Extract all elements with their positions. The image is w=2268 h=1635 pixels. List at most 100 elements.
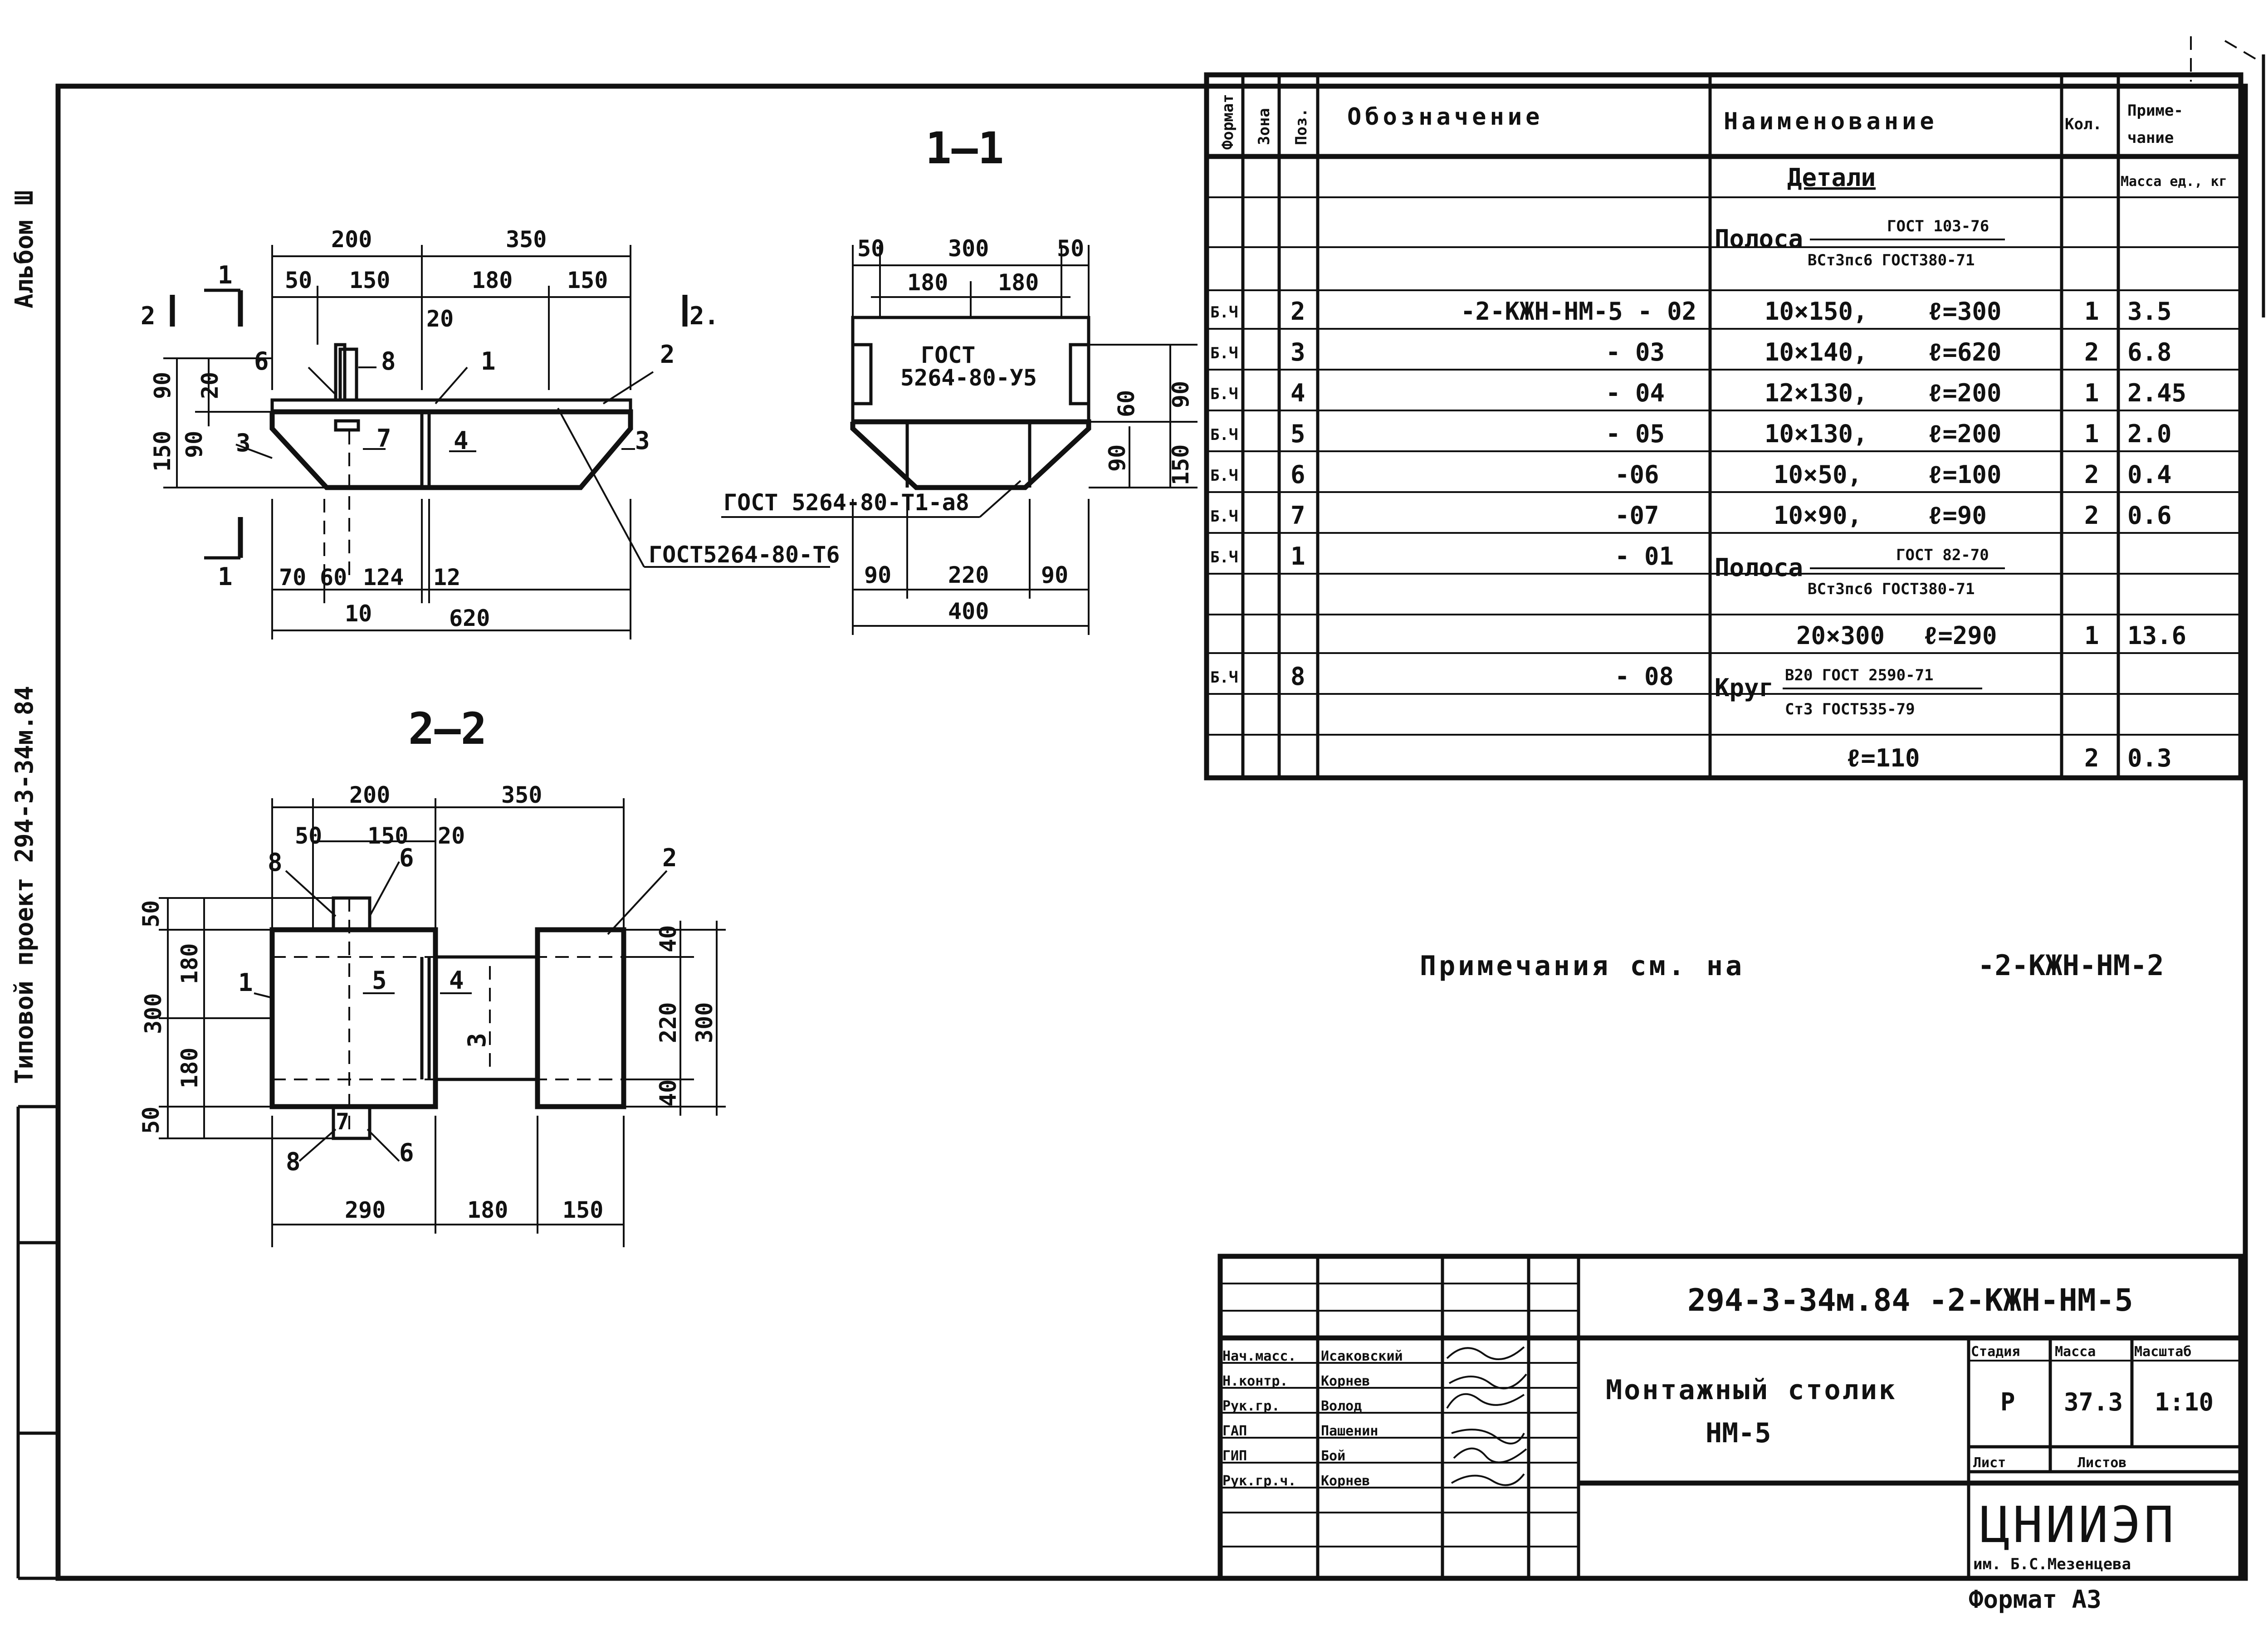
svg-text:90: 90 [1041, 562, 1068, 588]
name-3: Пашенин [1321, 1423, 1378, 1439]
name-0: Исаковский [1321, 1348, 1403, 1364]
role-1: Н.контр. [1222, 1373, 1288, 1389]
svg-text:1: 1 [218, 562, 233, 591]
svg-text:180: 180 [472, 267, 513, 293]
svg-text:8: 8 [381, 347, 396, 376]
role-3: ГАП [1222, 1423, 1247, 1439]
hdr-note-2: чание [2127, 129, 2174, 147]
row0-dim: 10×150, [1765, 297, 1868, 326]
view-section-2-2: 200 350 50 150 20 50 180 300 180 50 40 2… [138, 782, 726, 1247]
section-gost-label: ГОСТ [921, 342, 975, 368]
row2-qty: 1 [2084, 379, 2099, 407]
svg-text:7: 7 [336, 1108, 349, 1135]
svg-text:50: 50 [857, 235, 885, 262]
spec-row-0: Б.Ч. 2 -2-КЖН-НМ-5 - 02 10×150, ℓ=300 1 … [1210, 297, 2172, 326]
row-pos8-designation: - 08 [1615, 662, 1674, 691]
svg-text:300: 300 [140, 993, 166, 1034]
group2-gost: ГОСТ 82-70 [1896, 546, 1989, 564]
sheets-header: Листов [2077, 1455, 2126, 1471]
svg-text:350: 350 [506, 226, 547, 253]
row11-length: ℓ=110 [1846, 744, 1920, 772]
name-1: Корнев [1321, 1373, 1370, 1389]
row3-mass: 2.0 [2127, 420, 2172, 448]
svg-text:20: 20 [197, 372, 223, 399]
role-2: Рук.гр. [1222, 1398, 1280, 1414]
row0-format: Б.Ч. [1210, 303, 1247, 322]
svg-text:60: 60 [320, 564, 347, 591]
row-pos8-format: Б.Ч. [1210, 669, 1247, 687]
hdr-qty: Кол. [2065, 115, 2102, 133]
hdr-note-1: Приме- [2127, 102, 2183, 120]
svg-text:150: 150 [349, 267, 390, 293]
row0-qty: 1 [2084, 297, 2099, 326]
row2-designation: - 04 [1606, 379, 1665, 407]
row1-mass: 6.8 [2127, 338, 2172, 366]
row2-mass: 2.45 [2127, 379, 2186, 407]
svg-text:150: 150 [149, 431, 176, 472]
hdr-format: Формат [1219, 94, 1237, 150]
row2-format: Б.Ч. [1210, 385, 1247, 403]
row11-qty: 2 [2084, 744, 2099, 772]
svg-text:2: 2 [662, 844, 677, 872]
row-pos1-pos: 1 [1290, 542, 1305, 571]
row9-qty: 1 [2084, 621, 2099, 650]
svg-text:50: 50 [295, 823, 322, 849]
name-2: Волод [1321, 1398, 1362, 1414]
svg-text:3: 3 [463, 1033, 491, 1048]
svg-text:290: 290 [345, 1197, 386, 1223]
svg-text:150: 150 [562, 1197, 603, 1223]
row4-mass: 0.4 [2127, 460, 2172, 489]
group3-material: Круг [1715, 674, 1774, 702]
svg-text:124: 124 [363, 564, 404, 591]
row9-mass: 13.6 [2127, 621, 2186, 650]
sheet-frame [16, 36, 2265, 1581]
svg-text:620: 620 [449, 605, 490, 631]
row-pos1-format: Б.Ч. [1210, 548, 1247, 566]
row-pos8-pos: 8 [1290, 662, 1305, 691]
svg-text:60: 60 [1113, 390, 1139, 417]
hdr-designation: Обозначение [1347, 103, 1543, 131]
section-2-2-title: 2—2 [408, 703, 487, 754]
row5-pos: 7 [1290, 501, 1305, 530]
row5-length: ℓ=90 [1928, 501, 1987, 530]
svg-text:3: 3 [635, 426, 650, 455]
view-elevation: 200 350 50 150 180 150 20 90 20 150 90 7… [141, 226, 840, 639]
row4-format: Б.Ч. [1210, 467, 1247, 485]
row3-format: Б.Ч. [1210, 426, 1247, 444]
row5-designation: -07 [1615, 501, 1659, 530]
name-4: Бой [1321, 1448, 1345, 1464]
row2-dim: 12×130, [1765, 379, 1868, 407]
svg-text:50: 50 [138, 1107, 164, 1134]
row1-pos: 3 [1290, 338, 1305, 366]
scale-value: 1:10 [2155, 1388, 2214, 1416]
section-details-title: Детали [1787, 163, 1876, 192]
svg-text:5: 5 [372, 966, 387, 995]
mass-header: Масса [2055, 1344, 2096, 1360]
svg-text:3: 3 [236, 429, 251, 457]
row11-mass: 0.3 [2127, 744, 2172, 772]
hdr-mass: Масса ед., кг [2121, 174, 2227, 190]
role-0: Нач.масс. [1222, 1348, 1296, 1364]
svg-text:70: 70 [279, 564, 306, 591]
group1-gost: ГОСТ 103-76 [1887, 217, 1989, 235]
drawing-title-2: НМ-5 [1706, 1417, 1771, 1449]
svg-text:7: 7 [376, 424, 391, 453]
svg-text:220: 220 [948, 562, 989, 588]
notes-ref: -2-КЖН-НМ-2 [1978, 949, 2164, 982]
svg-text:1: 1 [218, 261, 233, 289]
org-name: ЦНИИЭП [1980, 1496, 2176, 1554]
svg-text:90: 90 [1104, 444, 1130, 472]
row3-length: ℓ=200 [1928, 420, 2001, 448]
svg-text:400: 400 [948, 598, 989, 625]
svg-text:180: 180 [176, 943, 203, 984]
svg-text:50: 50 [138, 900, 164, 927]
svg-text:220: 220 [655, 1002, 681, 1043]
section-1-1-title: 1—1 [925, 123, 1004, 174]
row-pos1-designation: - 01 [1615, 542, 1674, 571]
svg-text:6: 6 [254, 347, 269, 376]
spec-row-pos1: Б.Ч. 1 - 01 Полоса ГОСТ 82-70 ВСт3пс6 ГО… [1210, 542, 2005, 598]
group2-material: Полоса [1715, 553, 1803, 582]
svg-text:200: 200 [349, 782, 390, 808]
svg-text:350: 350 [501, 782, 542, 808]
